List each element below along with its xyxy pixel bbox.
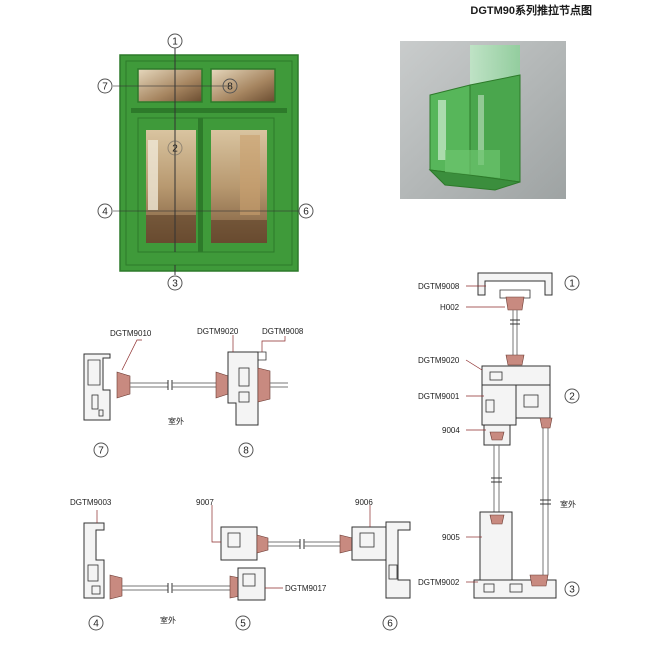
section-7-number: 7 [98,446,104,457]
callout-2: 2 [172,144,178,155]
section-8: DGTM9020 DGTM9008 8 [197,327,304,458]
label-h002: H002 [440,303,460,312]
label-dgtm9010: DGTM9010 [110,329,152,338]
callout-1: 1 [172,37,178,48]
section-3-number: 3 [569,585,575,596]
section-5-number: 5 [240,619,246,630]
label-9006: 9006 [355,498,373,507]
label-dgtm9020-right: DGTM9020 [418,356,460,365]
section-7: DGTM9010 室外 7 [83,329,216,458]
callout-6: 6 [303,207,309,218]
label-dgtm9008-left: DGTM9008 [262,327,304,336]
label-9007: 9007 [196,498,214,507]
label-dgtm9001: DGTM9001 [418,392,460,401]
section-4: DGTM9003 室外 4 [70,498,230,631]
section-2-number: 2 [569,392,575,403]
window-photo [119,54,299,272]
section-1-number: 1 [569,279,575,290]
profile-3d-render [400,41,566,199]
page-title: DGTM90系列推拉节点图 [470,5,592,17]
section-4-number: 4 [93,619,99,630]
section-5: 9007 DGTM9017 5 [196,498,340,631]
section-8-number: 8 [243,446,249,457]
callout-3: 3 [172,279,178,290]
callout-4: 4 [102,207,108,218]
outside-label-4: 室外 [160,615,176,625]
label-dgtm9003: DGTM9003 [70,498,112,507]
label-dgtm9017: DGTM9017 [285,584,327,593]
label-9005: 9005 [442,533,460,542]
section-6: 9006 6 [339,498,411,631]
callout-7: 7 [102,82,108,93]
section-6-number: 6 [387,619,393,630]
outside-label-7: 室外 [168,416,184,426]
label-9004: 9004 [442,426,460,435]
photo-callouts: 1 2 3 4 6 7 8 [97,33,314,291]
label-dgtm9008-right: DGTM9008 [418,282,460,291]
section-vertical: DGTM9008 H002 DGTM9020 DGTM9001 9004 900… [418,272,580,599]
label-dgtm9020-left: DGTM9020 [197,327,239,336]
label-dgtm9002: DGTM9002 [418,578,460,587]
callout-8: 8 [227,82,233,93]
outside-label-vertical: 室外 [560,499,576,509]
